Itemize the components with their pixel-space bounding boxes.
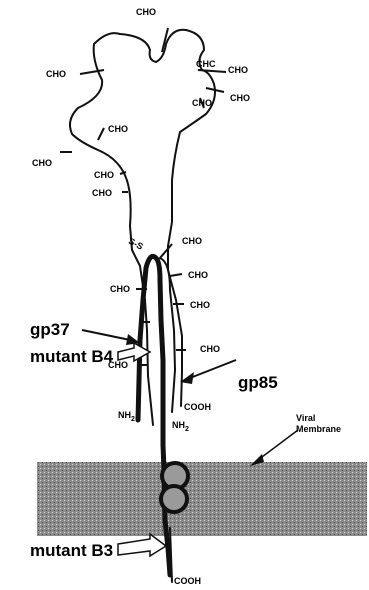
cho-label: CHO — [46, 69, 66, 79]
cho-label: CHO — [190, 300, 210, 310]
mutant-b4-arrow — [118, 343, 150, 361]
viral-label: Viral — [296, 413, 315, 423]
cho-label: CHO — [136, 7, 156, 17]
disulfide-label: S-S — [127, 236, 145, 252]
mutant-b3-label: mutant B3 — [30, 541, 113, 560]
nh2-label-left: NH2 — [118, 410, 135, 423]
cho-label: CHO — [110, 284, 130, 294]
gp85-label: gp85 — [238, 373, 278, 392]
gp37-arrow — [82, 330, 140, 345]
cho-label: CHO — [230, 93, 250, 103]
cho-label: CHO — [32, 158, 52, 168]
cho-label: CHO — [108, 124, 128, 134]
cho-label: CHO — [188, 270, 208, 280]
cho-label: CHO — [200, 344, 220, 354]
gp37-label: gp37 — [30, 320, 70, 339]
mutant-b4-label: mutant B4 — [30, 347, 114, 366]
cho-label: CHO — [182, 236, 202, 246]
nh2-label-right: NH2 — [172, 420, 189, 433]
cooh-label-upper: COOH — [184, 402, 211, 412]
cho-label: CHO — [94, 170, 114, 180]
chc-label: CHC — [196, 59, 216, 69]
viral-membrane — [37, 462, 367, 536]
cho-label: CHO — [228, 65, 248, 75]
cooh-label-lower: COOH — [174, 576, 201, 586]
membrane-label: Membrane — [296, 424, 341, 434]
anchor-loop-2 — [161, 486, 187, 512]
cho-label: CHO — [92, 188, 112, 198]
cho-label: CHO — [192, 98, 212, 108]
viral-membrane-arrow — [250, 430, 298, 466]
gp85-arrow — [180, 360, 236, 384]
mutant-b3-arrow — [118, 534, 166, 556]
